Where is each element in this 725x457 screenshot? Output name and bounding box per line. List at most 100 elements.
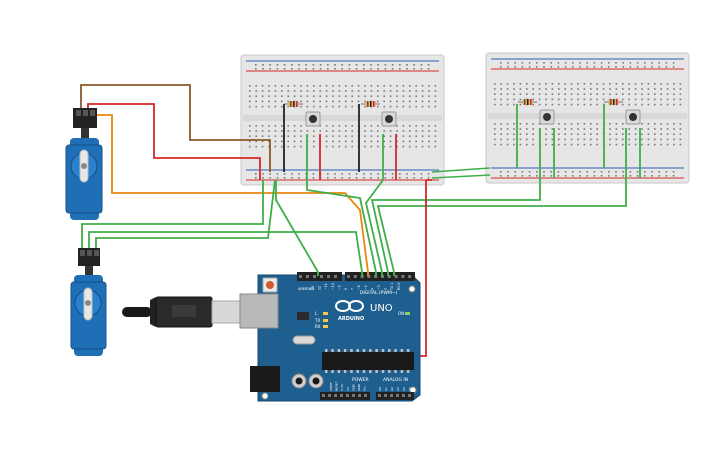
wire-green-servo2-c[interactable] <box>95 179 276 250</box>
breadboard-left-hole <box>389 85 392 87</box>
breadboard-right-hole <box>679 93 682 95</box>
wire-green-servo2-a[interactable] <box>81 180 264 250</box>
header-pin[interactable] <box>327 275 330 278</box>
breadboard-right-hole <box>647 123 650 125</box>
breadboard-right-rail-hole <box>507 66 509 68</box>
breadboard-left-hole <box>415 100 417 103</box>
header-pin[interactable] <box>322 394 325 397</box>
wire-green-btn4[interactable] <box>370 128 541 273</box>
header-pin[interactable] <box>352 394 355 397</box>
breadboard-left-rail-hole <box>283 64 286 66</box>
header-pin[interactable] <box>390 394 393 397</box>
resistor-3[interactable] <box>518 99 537 105</box>
breadboard-right-rail-hole <box>600 66 603 68</box>
servo-motor-1[interactable] <box>65 108 103 220</box>
header-pin[interactable] <box>299 275 302 278</box>
breadboard-left-hole <box>396 135 398 137</box>
breadboard-right-rail-hole <box>672 66 675 68</box>
breadboard-left-rail-hole <box>298 64 300 66</box>
wire-green-bb-link-2[interactable] <box>431 174 491 179</box>
header-pin[interactable] <box>381 275 384 278</box>
breadboard-right-hole <box>526 83 528 85</box>
usb-cable[interactable] <box>122 296 249 328</box>
breadboard-left-rail-hole <box>305 68 307 70</box>
wire-green-servo2-b[interactable] <box>88 231 363 273</box>
header-pin[interactable] <box>408 275 412 278</box>
breadboard-right-rail-hole <box>651 171 653 173</box>
wire-brown-servo1[interactable] <box>80 84 271 172</box>
breadboard-left-hole <box>389 90 392 92</box>
pushbutton-1[interactable] <box>305 111 321 127</box>
breadboard-right-hole <box>679 143 682 146</box>
header-pin[interactable] <box>384 394 387 397</box>
header-pin[interactable] <box>402 394 405 397</box>
header-pin[interactable] <box>334 275 337 278</box>
header-pin[interactable] <box>347 275 350 278</box>
breadboard-right-hole <box>558 93 560 95</box>
header-pin[interactable] <box>328 394 331 397</box>
chip-pin <box>356 349 359 352</box>
arduino-reset-button[interactable] <box>266 281 274 289</box>
wire-green-btn1[interactable] <box>275 180 319 273</box>
breadboard-right-hole <box>641 143 643 146</box>
header-pin[interactable] <box>346 394 349 397</box>
pushbutton-4[interactable] <box>625 109 641 125</box>
wire-green-btn5[interactable] <box>376 128 627 273</box>
resistor-4[interactable] <box>604 99 623 105</box>
header-pin[interactable] <box>360 275 364 278</box>
wire-green-btn2[interactable] <box>306 134 377 273</box>
wire-red-servo1[interactable] <box>87 103 261 180</box>
breadboard-right-hole <box>570 88 573 90</box>
header-pin[interactable] <box>401 275 405 278</box>
wire-green-btn3[interactable] <box>365 134 384 273</box>
pushbutton-3[interactable] <box>539 109 555 125</box>
breadboard-right-hole <box>494 93 496 95</box>
header-pin[interactable] <box>408 394 411 397</box>
arduino-power-jack[interactable] <box>250 366 280 392</box>
breadboard-right-hole <box>654 88 656 90</box>
breadboard-right-hole <box>641 103 643 106</box>
header-pin[interactable] <box>367 275 371 278</box>
breadboard-right-hole <box>538 103 541 106</box>
breadboard-right-rail-hole <box>500 62 502 64</box>
header-pin[interactable] <box>340 394 343 397</box>
header-pin[interactable] <box>374 275 378 278</box>
header-pin[interactable] <box>387 275 391 278</box>
header-pin[interactable] <box>306 275 309 278</box>
breadboard-right-rail-hole <box>615 171 617 173</box>
breadboard-right-rail-hole <box>507 175 509 177</box>
header-pin[interactable] <box>394 275 398 278</box>
breadboard-left[interactable] <box>240 54 445 186</box>
header-pin[interactable] <box>378 394 381 397</box>
breadboard-left-hole <box>370 145 373 148</box>
breadboard-left-rail-hole <box>377 68 379 70</box>
wire-green-bb-link-1[interactable] <box>431 167 491 173</box>
breadboard-right-rail-hole <box>521 171 524 173</box>
breadboard-left-hole <box>306 130 309 132</box>
header-pin[interactable] <box>320 275 323 278</box>
breadboard-left-rail-hole <box>334 177 336 179</box>
header-pin[interactable] <box>313 275 316 278</box>
header-pin[interactable] <box>358 394 361 397</box>
breadboard-left-hole <box>287 85 289 87</box>
breadboard-left-hole <box>396 100 398 103</box>
servo-motor-2[interactable] <box>70 248 107 356</box>
resistor-1[interactable] <box>284 101 303 107</box>
breadboard-left-hole <box>319 90 321 92</box>
breadboard-left-hole <box>421 90 424 92</box>
breadboard-right-hole <box>622 133 624 135</box>
breadboard-right-hole <box>673 93 675 95</box>
arduino-usb-port[interactable] <box>239 293 279 329</box>
resistor-2[interactable] <box>361 101 380 107</box>
header-pin[interactable] <box>396 394 399 397</box>
resistor-1-band-1 <box>290 101 292 107</box>
header-pin[interactable] <box>334 394 337 397</box>
breadboard-left-rail-hole <box>312 68 315 70</box>
header-pin[interactable] <box>353 275 357 278</box>
breadboard-right-hole <box>590 83 592 85</box>
breadboard-left-hole <box>319 130 321 132</box>
pushbutton-2[interactable] <box>381 111 397 127</box>
breadboard-left-hole <box>332 85 334 87</box>
header-pin[interactable] <box>364 394 367 397</box>
arduino-uno-board[interactable]: L TX RX ON ARDUINO UNO DIGITAL (PWM~) AR… <box>239 272 421 402</box>
